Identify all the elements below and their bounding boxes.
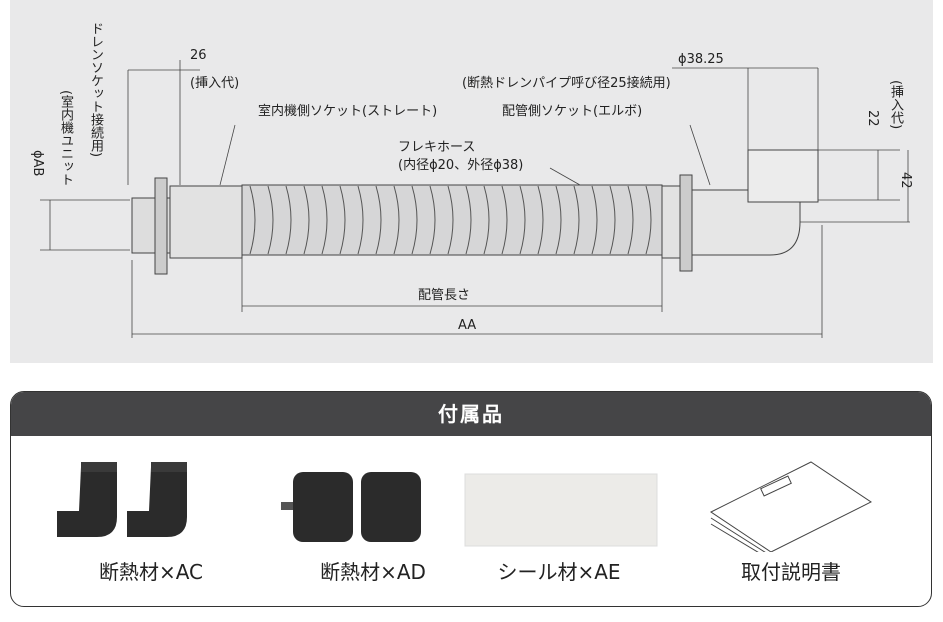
dim-aa: AA: [458, 318, 477, 333]
insulation-straight-icon: [281, 472, 421, 542]
accessory-label: 取付説明書: [741, 560, 841, 584]
indoor-socket-label: 室内機側ソケット(ストレート): [258, 104, 438, 119]
insert-allowance-right: (挿入代): [888, 80, 903, 130]
accessory-seal: シール材×AE: [459, 452, 659, 592]
hose-drawing: [40, 60, 910, 338]
drain-pipe-note: (断熱ドレンパイプ呼び径25接続用): [462, 76, 671, 91]
dim-phi-ab: ϕAB: [30, 150, 45, 177]
accessory-label: 断熱材×AC: [98, 560, 204, 584]
pipe-socket-label: 配管側ソケット(エルボ): [502, 104, 643, 119]
manual-icon: [710, 461, 872, 561]
ab-note-1: (室内機ユニット: [58, 90, 73, 187]
insulation-elbow-icon: [57, 462, 187, 537]
pipe-length-label: 配管長さ: [418, 288, 471, 303]
accessories-panel: 付属品 断熱材×AC 断熱材×AD シール材×AE 取付説明書: [10, 391, 932, 607]
insert-allowance-left: (挿入代): [190, 76, 240, 91]
dim-22: 22: [865, 110, 880, 127]
accessories-title: 付属品: [11, 392, 931, 436]
accessory-label: 断熱材×AD: [320, 560, 426, 584]
accessory-manual: 取付説明書: [691, 452, 891, 592]
seal-sheet-icon: [464, 473, 658, 547]
flexi-hose-label: フレキホース: [398, 140, 476, 155]
hose-diameter-label: (内径ϕ20、外径ϕ38): [398, 158, 524, 173]
accessory-insulation-ad: 断熱材×AD: [273, 452, 473, 592]
ab-note-2: ドレンソケット接続用): [88, 22, 103, 158]
dim-42: 42: [898, 172, 913, 189]
accessory-label: シール材×AE: [497, 560, 621, 584]
accessory-insulation-ac: 断熱材×AC: [51, 452, 251, 592]
dim-26: 26: [190, 48, 207, 63]
dimension-diagram: 26 (挿入代) ϕ38.25 (断熱ドレンパイプ呼び径25接続用) 室内機側ソ…: [10, 0, 933, 363]
dim-phi-38-25: ϕ38.25: [678, 52, 724, 67]
